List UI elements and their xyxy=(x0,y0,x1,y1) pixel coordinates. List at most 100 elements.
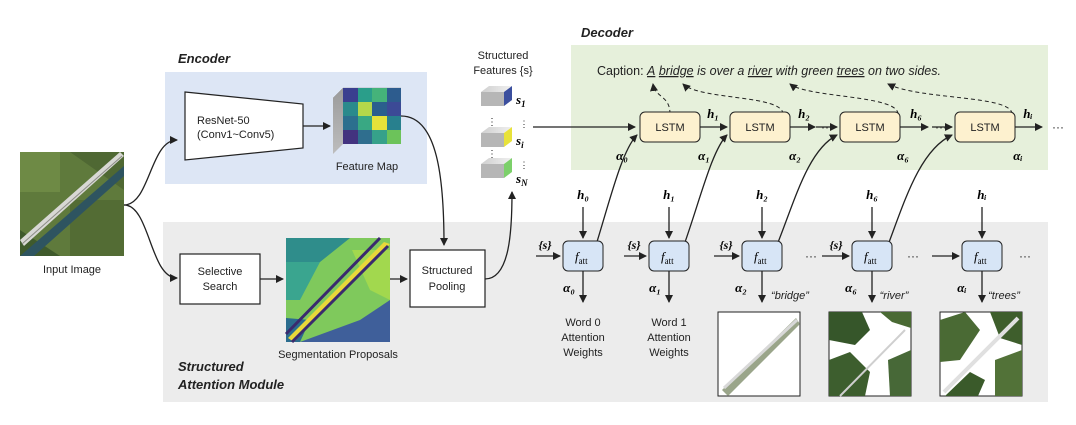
feature-label-sN: sN xyxy=(515,171,528,188)
segmentation-proposals-label: Segmentation Proposals xyxy=(278,349,398,361)
decoder-panel xyxy=(571,45,1048,170)
word0-weights-line3: Weights xyxy=(563,347,603,359)
fatt-block-4: fatt xyxy=(961,240,1003,272)
selective-search-block xyxy=(179,253,261,305)
caption: Caption: A bridge is over a river with g… xyxy=(597,64,941,78)
vertical-ellipsis-1: ⋮ xyxy=(487,117,497,128)
feature-map-cube xyxy=(332,87,402,154)
fatt-block-1: fatt xyxy=(648,240,690,272)
word1-weights-line2: Attention xyxy=(647,332,690,344)
svg-text:LSTM: LSTM xyxy=(745,122,774,134)
attention-module-title-line2: Attention Module xyxy=(177,377,284,392)
alpha2-label-attention: α₂ xyxy=(735,280,747,295)
selective-search-label-line1: Selective xyxy=(198,266,243,278)
ellipsis-lstm-2: ··· xyxy=(935,120,947,134)
svg-text:LSTM: LSTM xyxy=(855,122,884,134)
set-s-input-2: {s} xyxy=(719,238,733,252)
feature-label-s1: s1 xyxy=(515,92,526,109)
encoder-title: Encoder xyxy=(178,51,231,66)
lstm-cell-3: LSTM xyxy=(954,111,1016,143)
feature-label-si: si xyxy=(515,133,524,150)
caption-word-trees: trees xyxy=(837,64,865,78)
hi-label-decoder: hᵢ xyxy=(1023,106,1032,121)
caption-prefix: Caption: xyxy=(597,64,647,78)
alpha2-label-decoder: α₂ xyxy=(789,148,801,163)
decoder-title: Decoder xyxy=(581,25,634,40)
word0-weights-line2: Attention xyxy=(561,332,604,344)
svg-text:fatt: fatt xyxy=(754,249,767,266)
set-s-input-3: {s} xyxy=(829,238,843,252)
attention-output-arrows xyxy=(579,271,986,303)
alphai-label-attention: αᵢ xyxy=(957,280,966,295)
input-image xyxy=(20,152,124,256)
set-s-input-0: {s} xyxy=(538,238,552,252)
alpha6-label-decoder: α₆ xyxy=(897,148,909,163)
svg-text:fatt: fatt xyxy=(575,249,588,266)
hidden-state-input-arrows xyxy=(579,207,986,239)
attention-map-trees xyxy=(939,311,1023,397)
word0-weights-line1: Word 0 xyxy=(565,317,600,329)
attention-map-bridge xyxy=(717,311,801,397)
segmentation-proposals-image xyxy=(284,236,390,344)
resnet-label-line1: ResNet-50 xyxy=(197,115,250,127)
ellipsis-attention-1: ··· xyxy=(805,249,817,263)
h1-label-decoder: h₁ xyxy=(707,106,719,121)
resnet-label-line2: (Conv1~Conv5) xyxy=(197,129,274,141)
ellipsis-attention-2: ··· xyxy=(907,249,919,263)
set-s-input-1: {s} xyxy=(627,238,641,252)
caption-word-a: A xyxy=(646,64,655,78)
feature-map-label: Feature Map xyxy=(336,161,398,173)
vertical-ellipsis-4: ⋮ xyxy=(520,160,529,170)
word-label-river: “river” xyxy=(880,290,910,302)
fatt-to-lstm-arrows xyxy=(595,134,953,246)
arrow-to-selective-search xyxy=(123,204,178,282)
fatt-block-3: fatt xyxy=(851,240,893,272)
resnet-block xyxy=(184,91,304,161)
vertical-ellipsis-2: ⋮ xyxy=(487,149,497,160)
alpha1-label-attention: α₁ xyxy=(649,280,661,295)
svg-text:fatt: fatt xyxy=(661,249,674,266)
feature-vector-si xyxy=(481,127,512,147)
word-label-trees: “trees” xyxy=(988,290,1021,302)
svg-text:LSTM: LSTM xyxy=(655,122,684,134)
h6-label-decoder: h₆ xyxy=(910,106,922,121)
attention-map-river xyxy=(828,311,912,397)
structured-pooling-block xyxy=(409,249,486,308)
ellipsis-lstm-1: ··· xyxy=(821,120,833,134)
h2-label-attention: h₂ xyxy=(756,187,768,202)
alpha0-label-attention: α₀ xyxy=(563,280,575,295)
arrow-featuremap-to-pooling xyxy=(400,115,448,246)
svg-text:fatt: fatt xyxy=(974,249,987,266)
alpha6-label-attention: α₆ xyxy=(845,280,857,295)
selective-search-label-line2: Search xyxy=(203,281,238,293)
caption-word-river: river xyxy=(748,64,773,78)
attention-module-title-line1: Structured xyxy=(178,359,245,374)
structured-pooling-label-line2: Pooling xyxy=(429,281,466,293)
h2-label-decoder: h₂ xyxy=(798,106,810,121)
ellipsis-lstm-3: ··· xyxy=(1052,120,1064,134)
alphai-label-decoder: αᵢ xyxy=(1013,148,1022,163)
structured-features-label-line2: Features {s} xyxy=(473,65,533,77)
word1-weights-line3: Weights xyxy=(649,347,689,359)
vertical-ellipsis-3: ⋮ xyxy=(520,119,529,129)
word1-weights-line1: Word 1 xyxy=(651,317,686,329)
svg-text:LSTM: LSTM xyxy=(970,122,999,134)
h0-label-attention: h₀ xyxy=(577,187,589,202)
fatt-block-0: fatt xyxy=(562,240,604,272)
ellipsis-attention-3: ··· xyxy=(1019,249,1031,263)
word-label-bridge: “bridge” xyxy=(771,290,810,302)
lstm-cell-2: LSTM xyxy=(839,111,901,143)
svg-text:fatt: fatt xyxy=(864,249,877,266)
caption-output-arrows xyxy=(650,83,1013,115)
arrow-pooling-to-features xyxy=(484,191,516,280)
feature-vector-s1 xyxy=(481,86,512,106)
h1-label-attention: h₁ xyxy=(663,187,675,202)
input-image-label: Input Image xyxy=(43,264,101,276)
caption-word-bridge: bridge xyxy=(659,64,694,78)
structured-pooling-label-line1: Structured xyxy=(422,265,473,277)
structured-features-label-line1: Structured xyxy=(478,50,529,62)
lstm-cell-0: LSTM xyxy=(639,111,701,143)
feature-vector-sN xyxy=(481,158,512,178)
fatt-block-2: fatt xyxy=(741,240,783,272)
